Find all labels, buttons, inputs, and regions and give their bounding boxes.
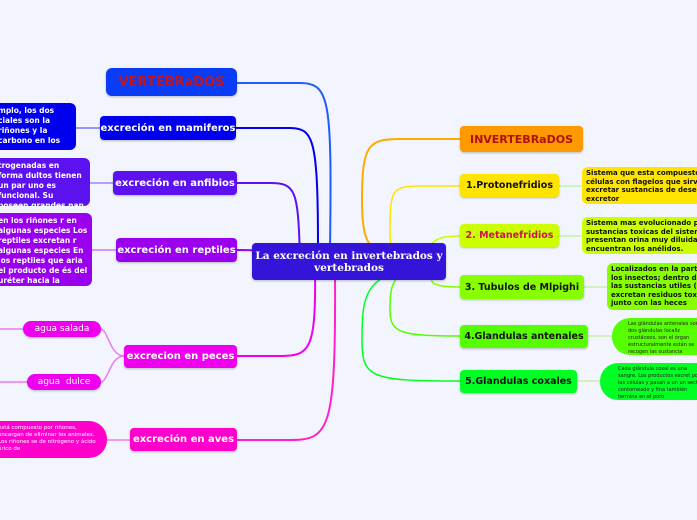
metanefridios-node[interactable]: 2. Metanefridios bbox=[460, 224, 559, 247]
agua-salada-node[interactable]: agua salada bbox=[23, 321, 101, 337]
agua-dulce-node[interactable]: agua dulce bbox=[27, 374, 101, 390]
reptiles-node[interactable]: excreción en reptiles bbox=[116, 238, 237, 262]
metanefridios-detail[interactable]: Sistema mas evolucionado p sustancias to… bbox=[582, 217, 697, 254]
invertebrados-node[interactable]: INVERTEBRaDOS bbox=[460, 126, 583, 152]
protonefridios-node[interactable]: 1.Protonefridios bbox=[460, 174, 559, 197]
mamiferos-node[interactable]: excreción en mamiferos bbox=[100, 116, 236, 140]
vertebrados-node[interactable]: VERTEBRaDOS bbox=[106, 68, 237, 96]
protonefridios-detail[interactable]: Sistema que esta compuesto células con f… bbox=[582, 167, 697, 204]
tubulos-node[interactable]: 3. Tubulos de Mlpighi bbox=[460, 275, 584, 299]
peces-node[interactable]: excrecion en peces bbox=[124, 345, 237, 368]
anfibios-node[interactable]: excreción en anfibios bbox=[113, 171, 237, 195]
mamiferos-detail[interactable]: mplo, los dos ciales son la riñones y la… bbox=[0, 103, 76, 150]
coxales-detail[interactable]: Cada glándula coxal es una sangre. Los p… bbox=[600, 363, 697, 400]
coxales-node[interactable]: 5.Glandulas coxales bbox=[460, 370, 577, 393]
reptiles-detail[interactable]: en los riñones r en algunas especies Los… bbox=[0, 213, 92, 286]
tubulos-detail[interactable]: Localizados en la part los insectos; den… bbox=[607, 263, 697, 310]
antenales-node[interactable]: 4.Glandulas antenales bbox=[460, 325, 588, 348]
central-topic[interactable]: La excreción en invertebrados y vertebra… bbox=[252, 243, 446, 280]
aves-node[interactable]: excreción en aves bbox=[130, 428, 237, 451]
aves-detail[interactable]: está compuesto por riñones, encargan de … bbox=[0, 421, 107, 458]
antenales-detail[interactable]: Las glándulas antenales son dos glándula… bbox=[612, 318, 697, 355]
anfibios-detail[interactable]: trogenadas en forma dultos tienen un par… bbox=[0, 158, 90, 206]
